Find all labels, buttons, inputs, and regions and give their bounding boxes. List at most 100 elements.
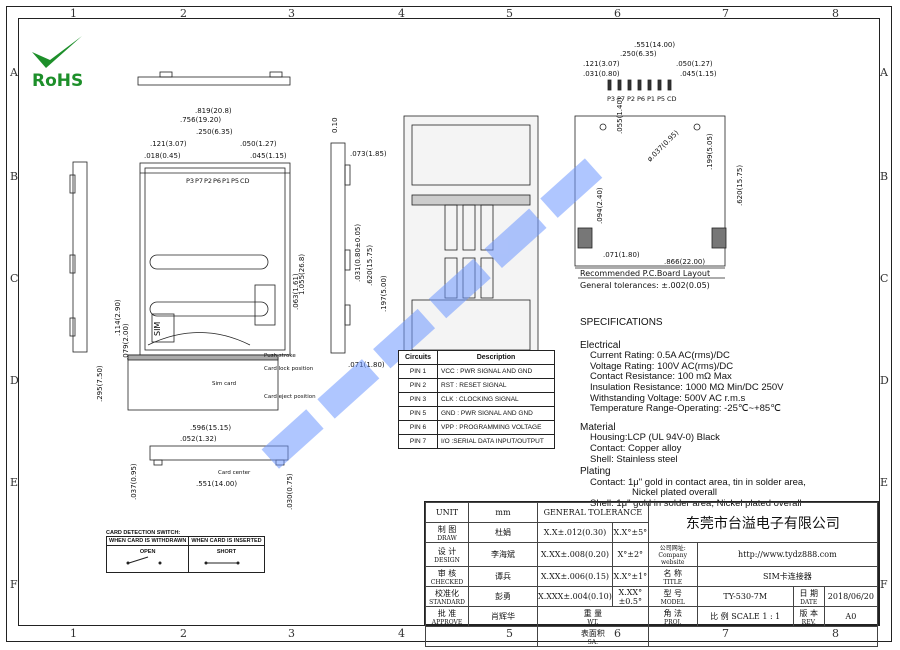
pcb-dim-pin-span: .250(6.35) [620, 50, 657, 58]
tb-website: http://www.tydz888.com [696, 542, 879, 567]
pin-label-p3: P3 [607, 95, 615, 103]
tb-std-en: STANDARD [429, 598, 465, 606]
tb-date-val: 2018/06/20 [823, 586, 879, 607]
tb-tol-7: X.XX°±0.5° [611, 586, 649, 607]
material-title: Material [580, 421, 616, 433]
pin-description: I/O :SERIAL DATA INPUT/OUTPUT [437, 434, 555, 449]
tb-draw-cn: 制 图 [437, 524, 457, 534]
grid-row-E-right: E [880, 476, 889, 489]
tb-wt-cn: 重 量 [583, 608, 603, 618]
grid-col-1-bottom: 1 [70, 627, 77, 640]
tb-design-name: 李海斌 [468, 542, 538, 567]
side-dim-span: .620(15.75) [366, 245, 374, 286]
pin-label-cd: CD [667, 95, 677, 103]
pcb-dim-094: .094(2.40) [596, 187, 604, 224]
tb-check-name: 谭兵 [468, 566, 538, 587]
side-dim-height: .031(0.80±0.05) [354, 224, 362, 282]
note-card-center: Card center [218, 470, 251, 476]
pin-label-p2: P2 [204, 177, 212, 185]
pcb-dim-866: .866(22.00) [664, 258, 705, 266]
tb-sa-en: SA. [587, 638, 599, 646]
pin-label-p7: P7 [617, 95, 625, 103]
dim-right-gap: .045(1.15) [250, 152, 287, 160]
pcb-dim-620: .620(15.75) [736, 165, 744, 206]
tb-draw-en: DRAW [437, 534, 457, 542]
tb-date-en: DATE [800, 598, 818, 606]
bottom-dim-thick: .030(0.75) [286, 473, 294, 510]
dim-pin-span: .250(6.35) [196, 128, 233, 136]
electrical-spec: Insulation Resistance: 1000 MΩ Min/DC 25… [590, 381, 784, 393]
tb-proj-cn: 角 法 [663, 608, 682, 618]
grid-col-1-top: 1 [70, 7, 77, 20]
tb-wt-en: WT. [587, 618, 599, 626]
electrical-spec: Withstanding Voltage: 500V AC r.m.s [590, 392, 746, 404]
specifications: SPECIFICATIONS Electrical Current Rating… [580, 317, 880, 510]
pin-label-p2: P2 [627, 95, 635, 103]
grid-col-8-top: 8 [832, 7, 839, 20]
pin-description: RST : RESET SIGNAL [437, 378, 555, 393]
tb-std-name: 彭勇 [468, 586, 538, 607]
grid-row-B-left: B [10, 170, 19, 183]
tb-website-en: Company website [658, 552, 687, 566]
pin-label-p7: P7 [195, 177, 203, 185]
pin-number: PIN 6 [398, 420, 438, 435]
material-spec: Contact: Copper alloy [590, 442, 682, 454]
tb-company: 东莞市台溢电子有限公司 [647, 502, 879, 543]
pcb-dim-width: .551(14.00) [634, 41, 675, 49]
dim-pin-pitch: .050(1.27) [240, 140, 277, 148]
tb-title-en: TITLE [663, 578, 683, 586]
description-header: Description [437, 350, 555, 365]
tb-rev-cn: 版 本 [799, 608, 818, 618]
note-lock: Card lock position [264, 366, 314, 372]
pcb-dim-left: .031(0.80) [583, 70, 620, 78]
grid-col-2-bottom: 2 [180, 627, 187, 640]
pcb-title: Recommended P.C.Board Layout [580, 269, 710, 278]
grid-row-D-right: D [880, 374, 889, 387]
tb-check-en: CHECKED [430, 578, 464, 586]
tb-tol-6: X.XXX±.004(0.10) [537, 586, 613, 607]
dim-front-a: .114(2.90) [114, 299, 122, 336]
plating-spec: Contact: 1μ" gold in contact area, tin i… [590, 476, 806, 488]
rohs-text: RoHS [32, 71, 83, 91]
tb-scale-cn: 比 例 [710, 612, 729, 621]
check-mark-icon [32, 36, 82, 68]
tb-model-en: MODEL [660, 598, 685, 606]
grid-row-F-right: F [880, 578, 888, 591]
material-spec: Shell: Stainless steel [590, 453, 678, 465]
bottom-dim-offset: .052(1.32) [180, 435, 217, 443]
side-dim-length: 1.055(26.8) [298, 254, 306, 295]
tb-design-cn: 设 计 [437, 546, 457, 556]
note-eject: Card eject position [264, 394, 316, 400]
plating-title: Plating [580, 466, 611, 478]
side-dim-bump: .063(1.61) [292, 273, 300, 310]
tb-tol-5: X.X°±1° [611, 566, 649, 587]
tb-tol-3: X°±2° [611, 542, 649, 567]
pin-label-p6: P6 [213, 177, 221, 185]
grid-row-B-right: B [880, 170, 889, 183]
tb-tol-1: X.X°±5° [611, 522, 649, 543]
dim-stroke: .295(7.50) [96, 365, 104, 402]
tb-date-cn: 日 期 [799, 588, 818, 598]
tb-scale-en: SCALE [731, 612, 760, 621]
pin-number: PIN 3 [398, 392, 438, 407]
pin-number: PIN 1 [398, 364, 438, 379]
pcb-tolerance: General tolerances: ±.002(0.05) [580, 281, 710, 290]
tb-proj-en: PROJ. [664, 618, 682, 626]
tb-sa-cn: 表面积 [580, 628, 605, 638]
pin-label-p1: P1 [222, 177, 230, 185]
pin-description: CLK : CLOCKING SIGNAL [437, 392, 555, 407]
pcb-dim-hole-dia: ø.037(0.95) [646, 129, 681, 164]
sim-label: SIM [153, 322, 162, 336]
grid-row-A-left: A [10, 66, 18, 79]
card-detect-title: CARD DETECTION SWITCH: [106, 530, 181, 536]
pin-label-p5: P5 [657, 95, 665, 103]
electrical-spec: Current Rating: 0.5A AC(rms)/DC [590, 350, 730, 362]
bottom-dim-width: .596(15.15) [190, 424, 231, 432]
tb-std-cn: 校准化 [435, 588, 459, 598]
electrical-spec: Voltage Rating: 100V AC(rms)/DC [590, 360, 734, 372]
